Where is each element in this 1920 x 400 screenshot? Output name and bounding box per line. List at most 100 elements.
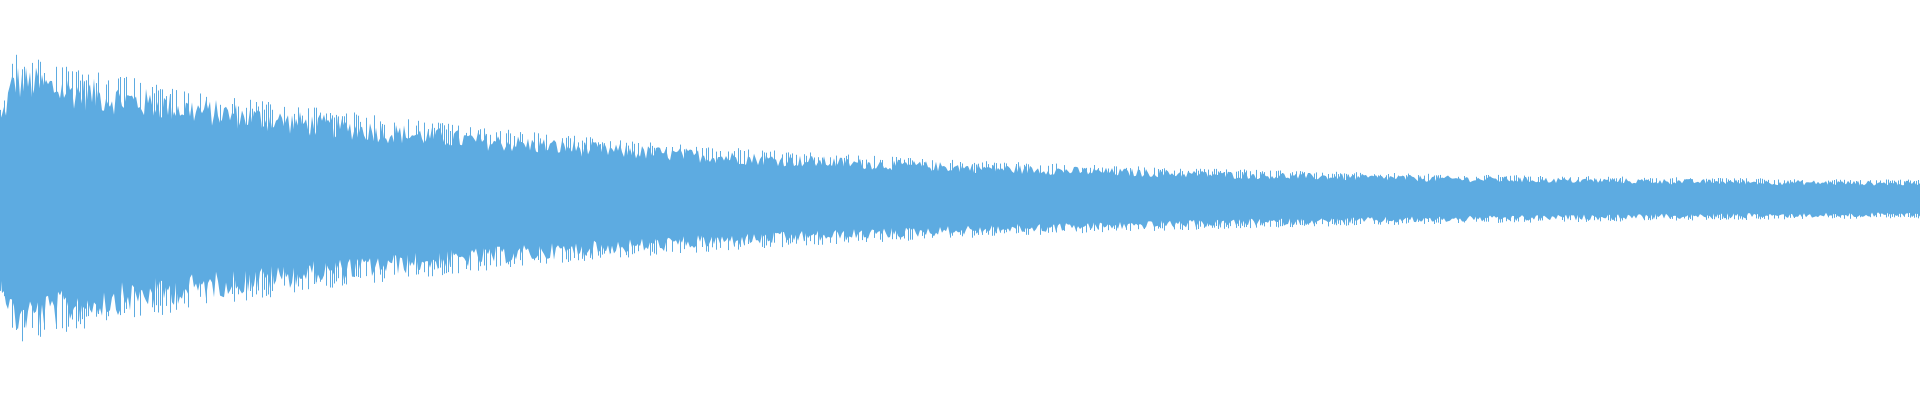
- waveform-sample: [170, 94, 171, 313]
- waveform-sample: [1676, 177, 1677, 221]
- waveform-sample: [766, 152, 767, 246]
- waveform-sample: [1728, 179, 1729, 220]
- waveform-sample: [1890, 180, 1891, 219]
- waveform-sample: [1216, 168, 1217, 226]
- waveform-sample: [1262, 171, 1263, 226]
- waveform-sample: [1740, 178, 1741, 219]
- waveform-sample: [1594, 178, 1595, 221]
- waveform-sample: [1720, 178, 1721, 220]
- waveform-sample: [1918, 180, 1919, 219]
- waveform-sample: [1530, 176, 1531, 223]
- waveform-sample: [246, 107, 247, 301]
- waveform-sample: [1356, 172, 1357, 225]
- waveform-sample: [1154, 167, 1155, 231]
- waveform-sample: [1300, 171, 1301, 225]
- waveform-sample: [720, 151, 721, 248]
- waveform-sample: [1160, 169, 1161, 229]
- waveform-sample: [1292, 172, 1293, 228]
- waveform-sample: [1242, 172, 1243, 226]
- waveform-sample: [1436, 175, 1437, 223]
- waveform-sample: [790, 154, 791, 244]
- waveform-sample: [924, 162, 925, 239]
- waveform-sample: [738, 148, 739, 250]
- waveform-sample: [1144, 167, 1145, 229]
- waveform-sample: [1264, 172, 1265, 227]
- waveform-sample: [1424, 175, 1425, 224]
- waveform-sample: [154, 93, 155, 312]
- waveform-sample: [728, 151, 729, 251]
- waveform-sample: [836, 155, 837, 244]
- waveform-sample: [382, 124, 383, 282]
- waveform-sample: [844, 157, 845, 242]
- waveform-sample: [1860, 180, 1861, 218]
- waveform-sample: [1712, 178, 1713, 220]
- waveform-sample: [650, 142, 651, 256]
- waveform-sample: [344, 116, 345, 284]
- waveform-sample: [788, 152, 789, 245]
- waveform-sample: [764, 152, 765, 248]
- waveform-sample: [744, 151, 745, 246]
- waveform-sample: [126, 76, 127, 309]
- waveform-sample: [586, 137, 587, 256]
- waveform-sample: [1540, 176, 1541, 221]
- waveform-sample: [320, 112, 321, 282]
- waveform-sample: [1406, 175, 1407, 224]
- waveform-sample: [1516, 175, 1517, 221]
- waveform-sample: [1180, 168, 1181, 230]
- waveform-sample: [520, 132, 521, 261]
- waveform-sample: [1644, 177, 1645, 221]
- waveform-sample: [1290, 173, 1291, 227]
- waveform-sample: [334, 117, 335, 284]
- waveform-sample: [1240, 169, 1241, 229]
- waveform-sample: [332, 115, 333, 288]
- waveform-sample: [1228, 172, 1229, 229]
- waveform-sample: [1230, 172, 1231, 227]
- waveform-sample: [740, 150, 741, 247]
- waveform-sample: [514, 136, 515, 264]
- waveform-sample: [680, 144, 681, 253]
- waveform-sample: [1296, 171, 1297, 225]
- waveform-sample: [974, 162, 975, 236]
- waveform-sample: [152, 87, 153, 308]
- waveform-sample: [858, 155, 859, 241]
- waveform-sample: [1052, 164, 1053, 233]
- waveform-sample: [68, 71, 69, 327]
- waveform-sample: [1670, 178, 1671, 219]
- waveform-sample: [1198, 170, 1199, 229]
- waveform-sample: [354, 112, 355, 277]
- waveform-sample: [702, 148, 703, 247]
- waveform-sample: [446, 129, 447, 274]
- waveform-sample: [40, 61, 41, 337]
- waveform-sample: [302, 115, 303, 290]
- waveform-sample: [72, 71, 73, 320]
- waveform-sample: [978, 163, 979, 235]
- waveform-sample: [598, 142, 599, 256]
- waveform-sample: [66, 66, 67, 332]
- waveform-sample: [1352, 174, 1353, 224]
- waveform-sample: [566, 137, 567, 260]
- waveform-sample: [1238, 171, 1239, 227]
- waveform-sample: [1434, 175, 1435, 224]
- waveform-sample: [910, 158, 911, 240]
- waveform-sample: [1204, 169, 1205, 228]
- waveform-sample: [972, 164, 973, 238]
- waveform-sample: [1506, 176, 1507, 222]
- waveform-sample: [284, 106, 285, 286]
- waveform-sample: [1048, 165, 1049, 233]
- waveform-sample: [1200, 168, 1201, 227]
- waveform-sample: [86, 80, 87, 317]
- waveform-sample: [176, 90, 177, 310]
- waveform-sample: [988, 164, 989, 235]
- waveform-sample: [490, 134, 491, 266]
- waveform-sample: [478, 130, 479, 271]
- waveform-sample: [810, 152, 811, 242]
- waveform-sample: [1498, 174, 1499, 223]
- waveform-sample: [98, 72, 99, 314]
- waveform-sample: [1706, 178, 1707, 220]
- waveform-sample: [78, 70, 79, 322]
- waveform-sample: [256, 102, 257, 295]
- waveform-sample: [56, 66, 57, 329]
- waveform-sample: [1608, 176, 1609, 221]
- waveform-sample: [12, 63, 13, 328]
